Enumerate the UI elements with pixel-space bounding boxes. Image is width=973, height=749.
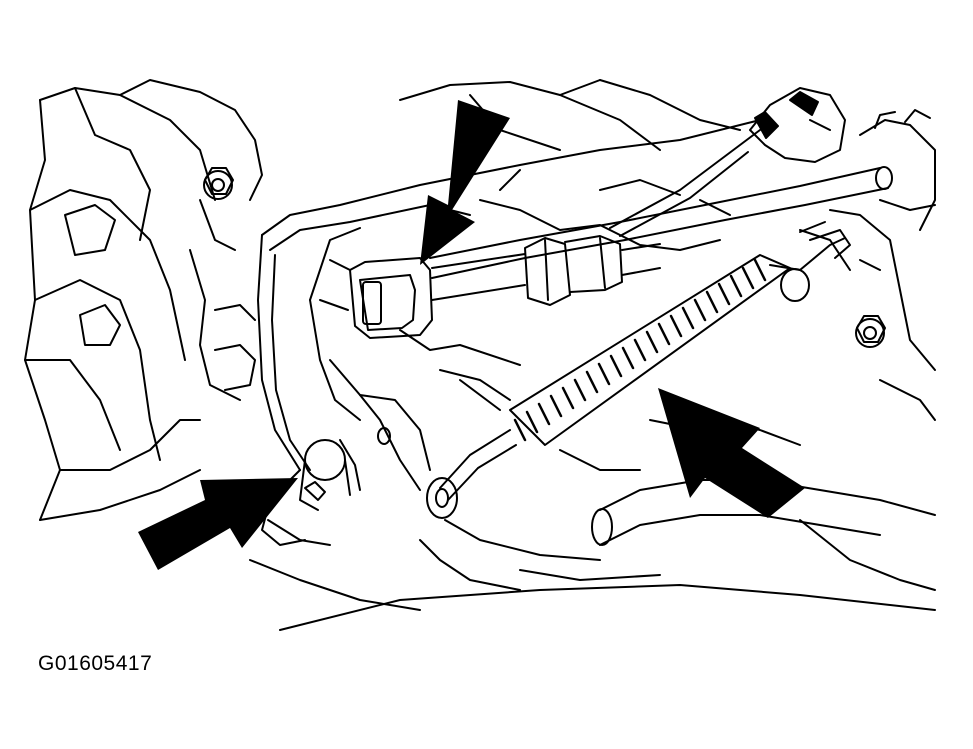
actuator-rod (429, 129, 893, 279)
arrow-pivot-stud (138, 478, 298, 570)
right-bracket (799, 109, 936, 421)
mounting-flange (257, 119, 761, 546)
background-body-top (399, 79, 741, 251)
engine-housing-left (24, 79, 263, 521)
upper-right-connector (749, 87, 846, 163)
return-spring (426, 221, 851, 519)
switch-connector (319, 235, 661, 339)
arrow-connector (420, 100, 510, 265)
pivot-stud (249, 439, 421, 611)
lower-lever (329, 329, 601, 591)
arrow-spring (658, 388, 805, 518)
floor-lines (279, 569, 936, 631)
lower-hose (559, 419, 936, 591)
figure-id-label: G01605417 (38, 652, 153, 675)
